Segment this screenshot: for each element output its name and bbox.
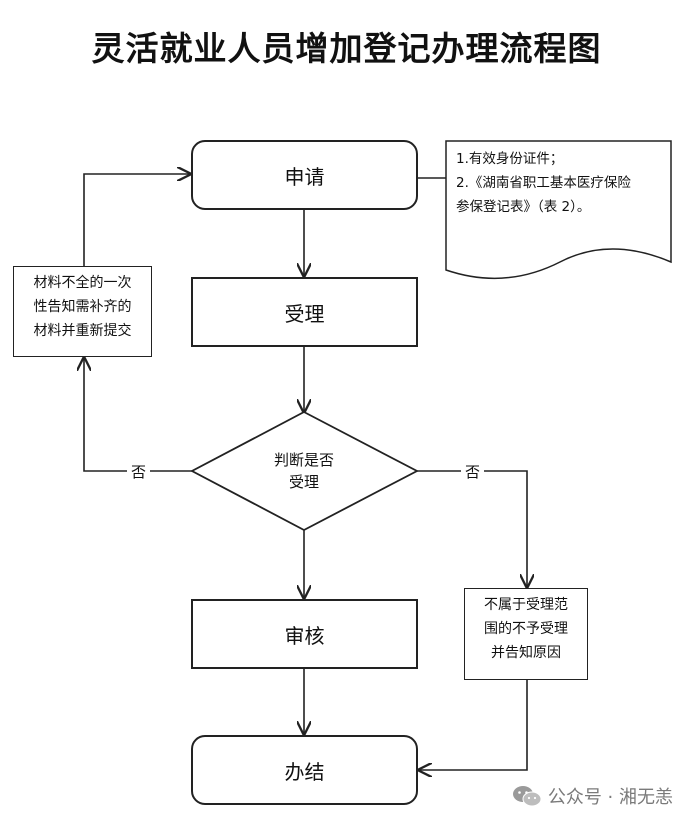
edge-label-left-no: 否 [127, 461, 151, 482]
note-out-of-scope-line2: 围的不予受理 [484, 621, 568, 637]
node-finish-label: 办结 [284, 759, 325, 784]
document-item-1: 1.有效身份证件； [456, 151, 564, 167]
arrow-decision-to-outscope [417, 470, 527, 587]
watermark: 公众号 · 湘无恙 [512, 783, 673, 809]
node-review: 审核 [191, 599, 418, 669]
arrow-incomplete-to-apply [83, 174, 190, 266]
note-out-of-scope: 不属于受理范 围的不予受理 并告知原因 [464, 588, 588, 680]
node-accept-label: 受理 [284, 301, 325, 326]
document-shape [445, 140, 672, 280]
document-item-2: 2.《湖南省职工基本医疗保险 [456, 175, 631, 191]
watermark-text: 公众号 · 湘无恙 [547, 787, 673, 808]
note-incomplete-materials: 材料不全的一次 性告知需补齐的 材料并重新提交 [13, 266, 152, 357]
node-apply: 申请 [191, 140, 418, 210]
node-apply-label: 申请 [284, 164, 325, 189]
wechat-icon [512, 784, 542, 808]
note-out-of-scope-line3: 并告知原因 [491, 645, 561, 661]
note-incomplete-line2: 性告知需补齐的 [33, 299, 132, 315]
node-accept: 受理 [191, 277, 418, 347]
note-incomplete-line1: 材料不全的一次 [33, 275, 132, 291]
note-out-of-scope-line1: 不属于受理范 [484, 597, 568, 613]
note-incomplete-line3: 材料并重新提交 [33, 323, 132, 339]
decision-label-line2: 受理 [288, 473, 319, 491]
required-documents: 1.有效身份证件； 2.《湖南省职工基本医疗保险 参保登记表》（表 2）。 [456, 147, 668, 219]
edge-label-right-no: 否 [461, 461, 485, 482]
document-item-2-cont: 参保登记表》（表 2）。 [456, 199, 591, 215]
arrow-outscope-to-finish [419, 680, 528, 770]
page-title: 灵活就业人员增加登记办理流程图 [91, 29, 602, 68]
arrow-decision-to-incomplete [84, 358, 192, 472]
decision-diamond [190, 410, 419, 532]
decision-label: 判断是否 受理 [244, 449, 364, 493]
node-finish: 办结 [191, 735, 418, 805]
decision-label-line1: 判断是否 [273, 451, 334, 469]
node-review-label: 审核 [284, 623, 325, 648]
